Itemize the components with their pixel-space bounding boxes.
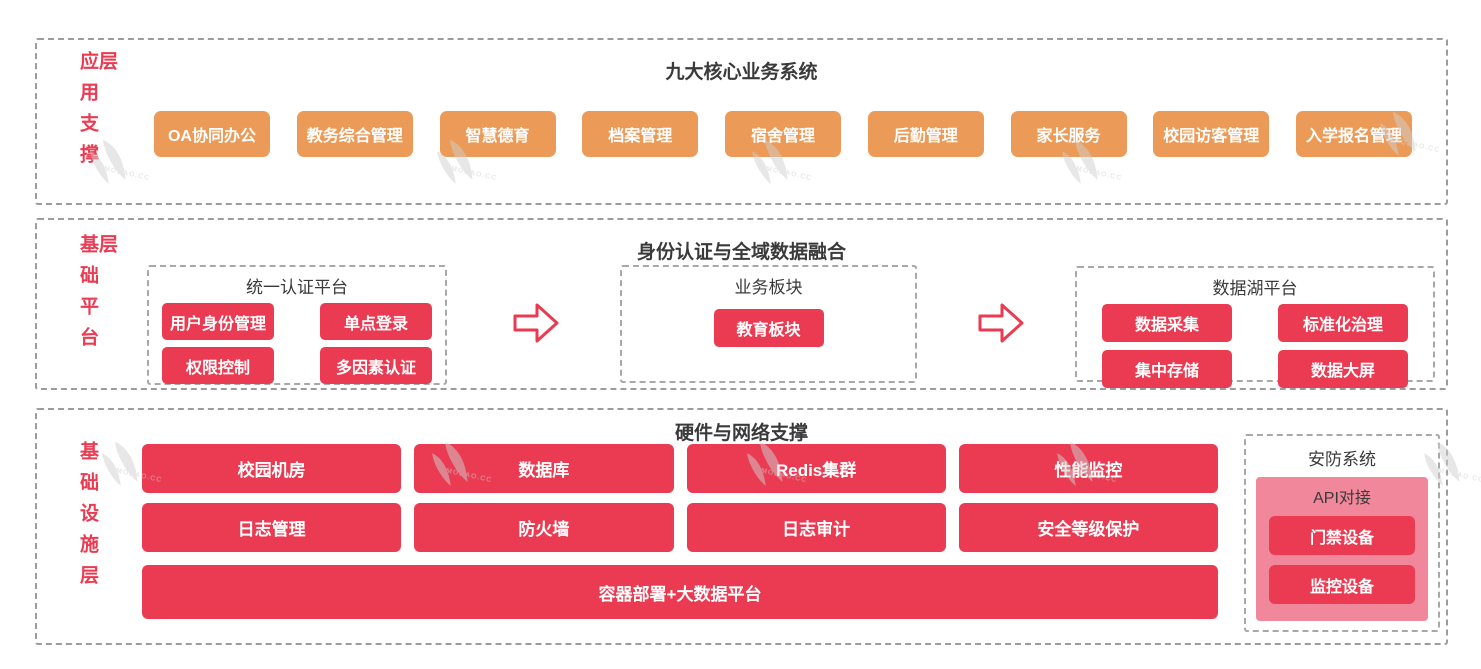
unified-auth-group-title: 统一认证平台 [246, 278, 348, 297]
parent-service-button[interactable]: 家长服务 [1010, 111, 1127, 157]
central-storage-button[interactable]: 集中存储 [1102, 350, 1232, 388]
standardization-button[interactable]: 标准化治理 [1278, 304, 1408, 342]
redis-cluster-button[interactable]: Redis集群 [686, 444, 946, 493]
core-systems-row: OA协同办公 教务综合管理 智慧德育 档案管理 宿舍管理 后勤管理 家长服务 校… [154, 111, 1412, 157]
infrastructure-layer-label: 基础设施层 [77, 441, 98, 596]
infrastructure-grid: 校园机房 数据库 Redis集群 性能监控 日志管理 防火墙 日志审计 安全等级… [142, 444, 1218, 552]
arrow-right-icon [513, 303, 559, 343]
user-identity-button[interactable]: 用户身份管理 [162, 303, 274, 340]
education-module-button[interactable]: 教育板块 [713, 309, 824, 347]
base-platform-layer-label: 基础平台层 [77, 234, 117, 358]
unified-auth-grid: 用户身份管理 单点登录 权限控制 多因素认证 [149, 298, 445, 384]
api-integration-panel: API对接 门禁设备 监控设备 [1256, 477, 1428, 621]
unified-auth-group: 统一认证平台 用户身份管理 单点登录 权限控制 多因素认证 [147, 265, 447, 385]
security-level-button[interactable]: 安全等级保护 [958, 503, 1218, 552]
data-lake-group: 数据湖平台 数据采集 标准化治理 集中存储 数据大屏 [1075, 266, 1435, 388]
infrastructure-layer: 基础设施层 硬件与网络支撑 校园机房 数据库 Redis集群 性能监控 日志管理… [35, 408, 1448, 645]
data-screen-button[interactable]: 数据大屏 [1278, 350, 1408, 388]
security-device-list: 门禁设备 监控设备 [1256, 516, 1428, 604]
sso-button[interactable]: 单点登录 [320, 303, 432, 340]
enrollment-mgmt-button[interactable]: 入学报名管理 [1296, 111, 1412, 157]
oa-office-button[interactable]: OA协同办公 [154, 111, 270, 157]
data-lake-group-title: 数据湖平台 [1212, 279, 1298, 298]
container-bigdata-button[interactable]: 容器部署+大数据平台 [142, 565, 1218, 619]
logistics-mgmt-button[interactable]: 后勤管理 [867, 111, 984, 157]
business-module-group-title: 业务板块 [734, 278, 803, 297]
app-support-layer: 应用支撑层 九大核心业务系统 OA协同办公 教务综合管理 智慧德育 档案管理 宿… [35, 38, 1448, 205]
security-system-title: 安防系统 [1308, 450, 1376, 469]
visitor-mgmt-button[interactable]: 校园访客管理 [1153, 111, 1270, 157]
security-system-box: 安防系统 API对接 门禁设备 监控设备 [1244, 434, 1440, 632]
archives-mgmt-button[interactable]: 档案管理 [582, 111, 699, 157]
mfa-button[interactable]: 多因素认证 [320, 347, 432, 384]
data-lake-grid: 数据采集 标准化治理 集中存储 数据大屏 [1077, 299, 1433, 388]
access-control-button[interactable]: 门禁设备 [1269, 516, 1415, 555]
app-support-layer-title: 九大核心业务系统 [665, 62, 818, 83]
performance-monitor-button[interactable]: 性能监控 [958, 444, 1218, 493]
campus-server-room-button[interactable]: 校园机房 [142, 444, 402, 493]
api-integration-title: API对接 [1313, 490, 1371, 507]
infrastructure-layer-title: 硬件与网络支撑 [674, 423, 808, 444]
app-support-layer-label: 应用支撑层 [77, 51, 117, 175]
permission-button[interactable]: 权限控制 [162, 347, 274, 384]
base-platform-layer: 基础平台层 身份认证与全域数据融合 统一认证平台 用户身份管理 单点登录 权限控… [35, 218, 1448, 390]
surveillance-button[interactable]: 监控设备 [1269, 565, 1415, 604]
data-collection-button[interactable]: 数据采集 [1102, 304, 1232, 342]
academic-mgmt-button[interactable]: 教务综合管理 [296, 111, 413, 157]
arrow-right-icon [978, 303, 1024, 343]
database-button[interactable]: 数据库 [414, 444, 674, 493]
log-mgmt-button[interactable]: 日志管理 [142, 503, 402, 552]
log-audit-button[interactable]: 日志审计 [686, 503, 946, 552]
dormitory-mgmt-button[interactable]: 宿舍管理 [725, 111, 841, 157]
firewall-button[interactable]: 防火墙 [414, 503, 674, 552]
moral-education-button[interactable]: 智慧德育 [439, 111, 556, 157]
business-module-group: 业务板块 教育板块 [620, 265, 917, 383]
base-platform-layer-title: 身份认证与全域数据融合 [636, 242, 846, 263]
